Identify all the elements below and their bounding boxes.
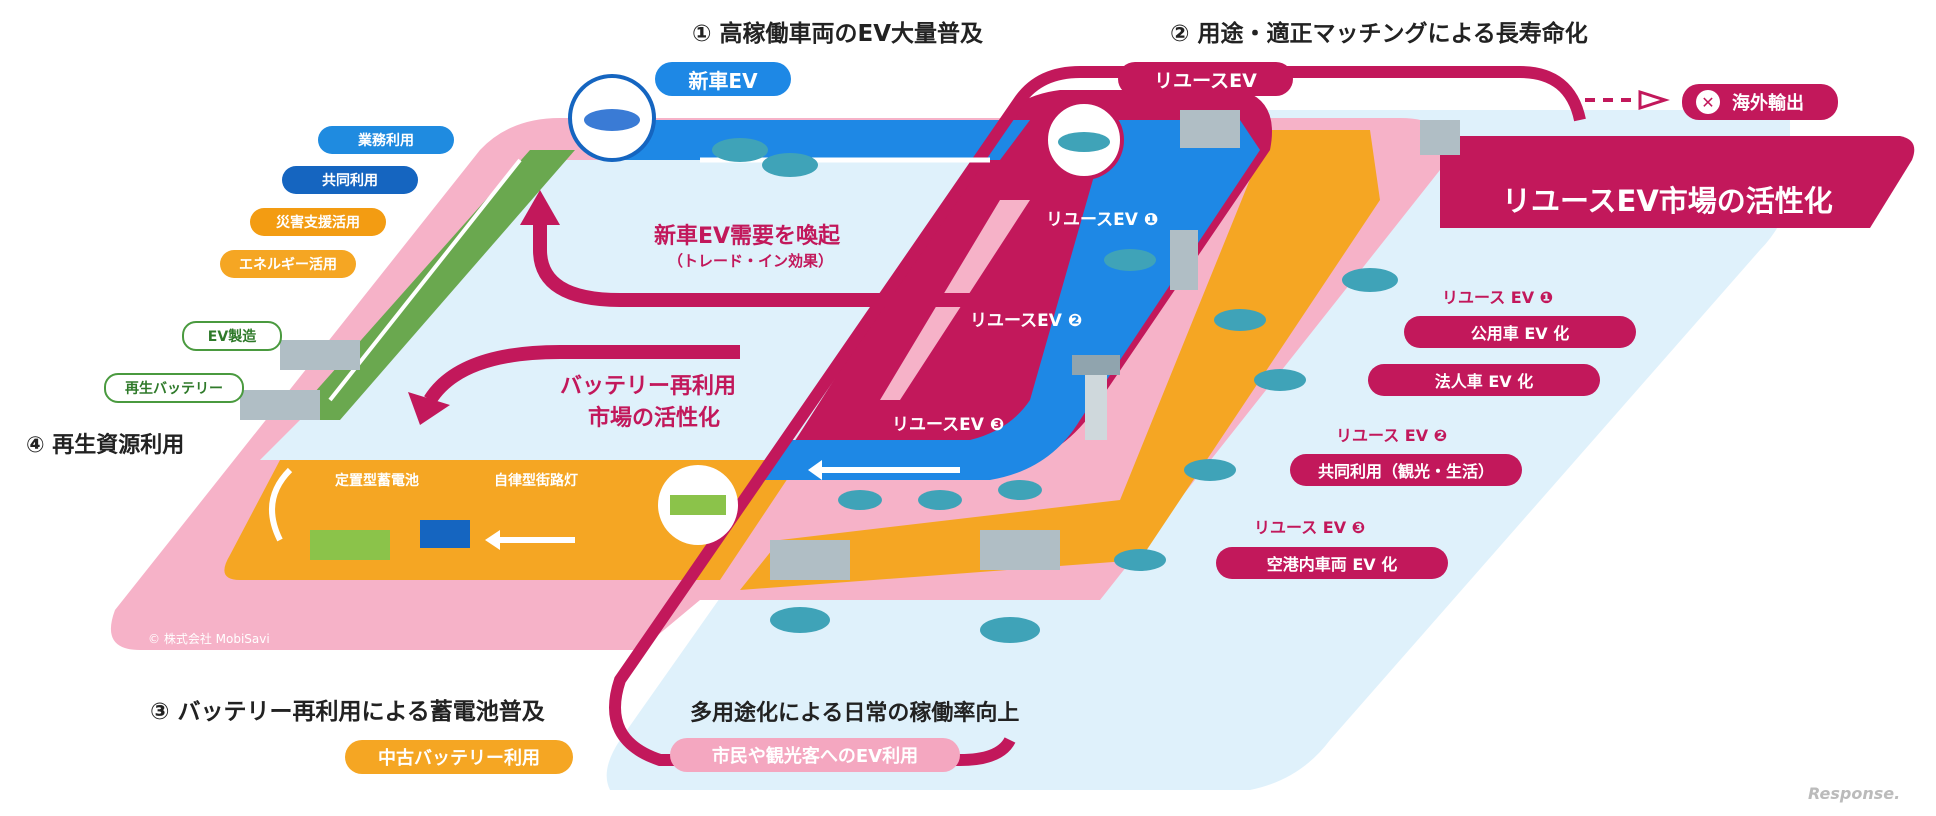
tractor-illustration (420, 520, 470, 548)
right-reuse-1-item-1: 公用車 EV 化 (1404, 316, 1636, 348)
reuse-road-arrowhead (808, 460, 822, 480)
use-disaster-support: 災害支援活用 (250, 208, 386, 236)
car-illustrations (712, 138, 1398, 643)
battery-board-icon (670, 495, 726, 515)
new-ev-road (620, 120, 1030, 160)
stationary-battery-label: 定置型蓄電池 (335, 473, 419, 489)
reuse-ev-car-icon (1058, 132, 1110, 152)
recycling-strip (290, 150, 575, 420)
battery-flow-arrowhead (485, 530, 500, 550)
reuse-market-banner: リユースEV市場の活性化 (1502, 184, 1833, 218)
heading-utilization: 多用途化による日常の稼働率向上 (690, 701, 1020, 726)
building-illustrations (240, 110, 1460, 580)
use-shared: 共同利用 (282, 166, 418, 194)
control-tower-top (1072, 355, 1120, 375)
stationary-battery-illustration (310, 530, 390, 560)
right-reuse-3-heading: リユース EV ❸ (1254, 518, 1366, 537)
ev-manufacturing-label: EV製造 (182, 321, 282, 351)
export-badge: ✕ 海外輸出 (1682, 84, 1838, 120)
right-reuse-2-item-1: 共同利用（観光・生活） (1290, 454, 1522, 486)
new-ev-demand-arrow (533, 220, 980, 307)
use-business: 業務利用 (318, 126, 454, 154)
reuse-market-banner-bg (1440, 136, 1915, 228)
used-battery-badge: 中古バッテリー利用 (345, 740, 573, 774)
trade-in-text: （トレード・イン効果） (668, 252, 834, 270)
export-arrow-head (1638, 89, 1670, 111)
reuse-stage-2: リユースEV ❷ (970, 311, 1083, 331)
battery-reuse-text-1: バッテリー再利用 (560, 374, 737, 399)
new-ev-demand-text: 新車EV需要を喚起 (654, 224, 841, 249)
recycling-arrow (328, 158, 522, 402)
new-ev-car-icon (584, 109, 640, 131)
reuse-loop-top (1080, 66, 1586, 122)
battery-reuse-arrowhead (408, 392, 450, 425)
street-light-label: 自律型街路灯 (494, 473, 578, 489)
heading-ev-mass-adoption: ① 高稼働車両のEV大量普及 (692, 21, 983, 47)
battery-reuse-arrow (424, 345, 740, 404)
right-reuse-2-heading: リユース EV ❷ (1336, 426, 1448, 445)
watermark-logo: Response. (1808, 784, 1901, 803)
right-reuse-1-heading: リユース EV ❶ (1442, 288, 1554, 307)
new-ev-badge: 新車EV (655, 62, 791, 96)
copyright: © 株式会社 MobiSavi (148, 632, 270, 646)
reuse-road (760, 120, 1260, 480)
export-label: 海外輸出 (1732, 93, 1804, 114)
battery-reuse-text-2: 市場の活性化 (588, 406, 721, 431)
use-energy: エネルギー活用 (220, 250, 356, 278)
reuse-stage-1: リユースEV ❶ (1046, 210, 1159, 230)
heading-recycled-resources: ④ 再生資源利用 (26, 433, 185, 458)
reuse-loop-left (609, 66, 1081, 766)
heading-battery-reuse: ③ バッテリー再利用による蓄電池普及 (150, 699, 545, 725)
right-reuse-1-item-2: 法人車 EV 化 (1368, 364, 1600, 396)
control-tower (1085, 360, 1107, 440)
recycled-battery-label: 再生バッテリー (104, 373, 244, 403)
battery-flow-arrow-up (269, 467, 293, 542)
reuse-ev-badge: リユースEV (1118, 62, 1293, 96)
citizen-ev-badge: 市民や観光客へのEV利用 (670, 738, 960, 772)
export-x-icon: ✕ (1696, 90, 1720, 114)
reuse-stage-3: リユースEV ❸ (892, 415, 1005, 435)
heading-lifespan-matching: ② 用途・適正マッチングによる長寿命化 (1170, 21, 1588, 47)
right-reuse-3-item-1: 空港内車両 EV 化 (1216, 547, 1448, 579)
new-ev-demand-arrowhead (520, 190, 560, 225)
